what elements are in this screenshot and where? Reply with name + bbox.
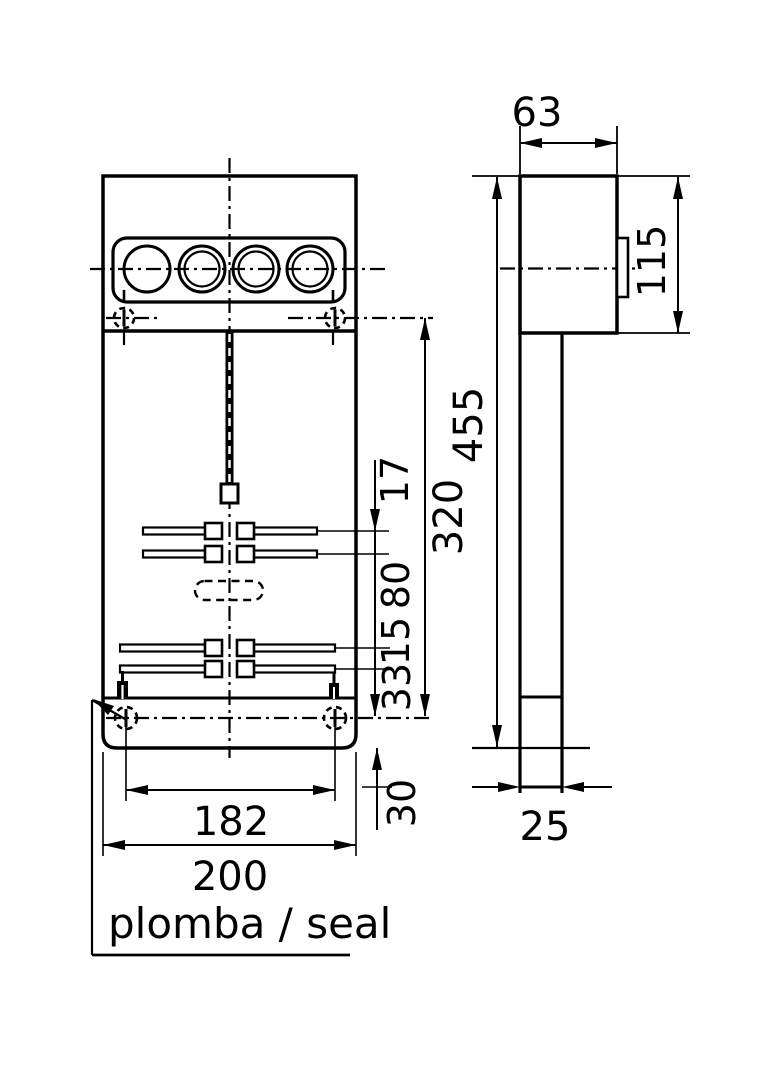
arrow-455-top bbox=[492, 177, 502, 199]
busbar-2 bbox=[141, 544, 319, 564]
arrow-chain-top bbox=[370, 509, 380, 531]
arrow-200-left bbox=[103, 840, 125, 850]
side-body bbox=[518, 174, 619, 335]
busbar-4 bbox=[118, 659, 337, 679]
arrow-25-left bbox=[498, 782, 520, 792]
seal-screw-top-right bbox=[323, 306, 347, 330]
arrow-320-top bbox=[420, 318, 430, 340]
side-tab bbox=[615, 236, 630, 299]
arrow-63-right bbox=[595, 138, 617, 148]
arrow-25-right bbox=[562, 782, 584, 792]
mounting-clip-right bbox=[329, 673, 339, 699]
arrow-182-left bbox=[126, 785, 148, 795]
busbar-3 bbox=[118, 638, 337, 658]
arrow-chain-bottom bbox=[370, 694, 380, 716]
cable-entry-3 bbox=[231, 244, 281, 294]
front-outline bbox=[101, 174, 358, 750]
rod-hook bbox=[219, 482, 240, 505]
dim-label-455: 455 bbox=[446, 387, 492, 463]
side-view bbox=[472, 174, 690, 793]
cable-entry-2 bbox=[177, 244, 227, 294]
front-view bbox=[101, 174, 358, 750]
arrow-455-bottom bbox=[492, 725, 502, 747]
arrow-30 bbox=[372, 748, 382, 770]
seal-note-label: plomba / seal bbox=[108, 899, 391, 948]
cable-entry-1 bbox=[122, 244, 172, 294]
dim-label-15: 15 bbox=[374, 617, 418, 665]
cable-entry-4-inner bbox=[291, 250, 329, 288]
arrow-115-top bbox=[673, 177, 683, 199]
dim-label-63: 63 bbox=[512, 90, 563, 136]
dim-label-115: 115 bbox=[630, 225, 674, 298]
arrow-182-right bbox=[313, 785, 335, 795]
cable-entry-2-inner bbox=[183, 250, 221, 288]
dim-label-17: 17 bbox=[373, 456, 417, 504]
arrow-200-right bbox=[334, 840, 356, 850]
cable-entry-4 bbox=[285, 244, 335, 294]
arrow-115-bottom bbox=[673, 311, 683, 333]
dim-label-80: 80 bbox=[374, 561, 418, 609]
dim-label-182: 182 bbox=[193, 799, 269, 845]
dim-label-200: 200 bbox=[192, 854, 268, 900]
leader-arrow bbox=[93, 699, 114, 715]
dim-label-320: 320 bbox=[426, 479, 472, 555]
seal-screw-top-left bbox=[112, 306, 136, 330]
mounting-clip-left bbox=[117, 671, 128, 699]
cable-entry-3-inner bbox=[237, 250, 275, 288]
dim-label-30: 30 bbox=[380, 779, 424, 827]
arrow-320-bottom bbox=[420, 694, 430, 716]
seal-note: plomba / seal bbox=[90, 699, 391, 957]
arrow-63-left bbox=[520, 138, 542, 148]
dim-label-33: 33 bbox=[375, 663, 419, 711]
gland-plate bbox=[111, 236, 347, 304]
knockout-slot bbox=[193, 579, 265, 602]
dim-label-25: 25 bbox=[520, 804, 571, 850]
dimensions: 17 80 15 33 320 30 182 200 63 bbox=[102, 90, 690, 900]
